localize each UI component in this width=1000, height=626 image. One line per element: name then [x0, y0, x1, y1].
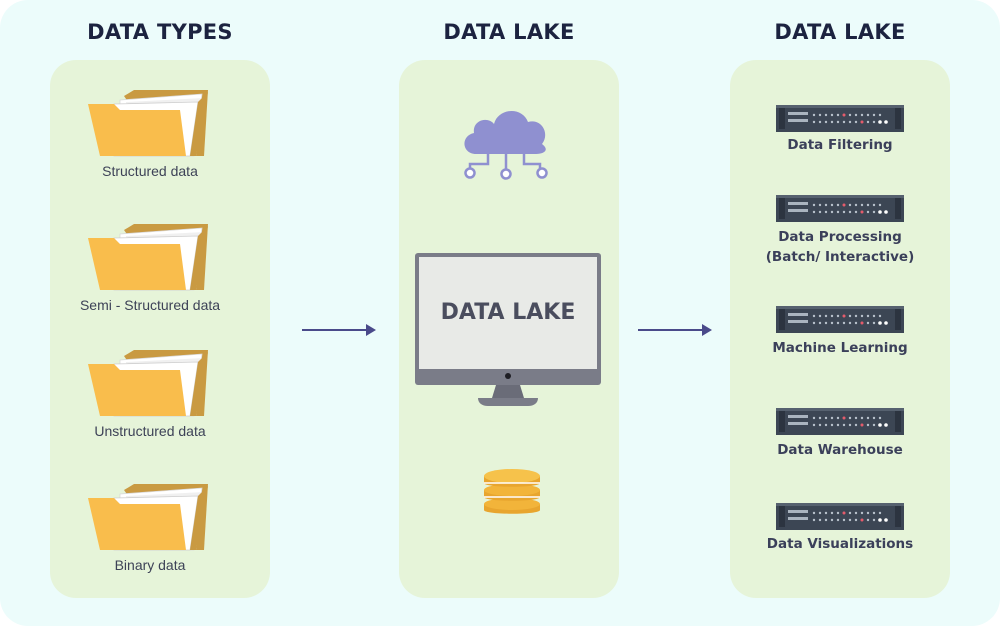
arrow-right-icon — [638, 324, 712, 336]
folder-icon — [87, 90, 209, 157]
heading-data-types: DATA TYPES — [87, 20, 233, 44]
server-icon — [776, 408, 904, 435]
data-type-label: Unstructured data — [94, 423, 206, 439]
data-type-label: Binary data — [114, 557, 186, 573]
output-label: Data Visualizations — [766, 536, 914, 552]
server-icon — [776, 306, 904, 333]
folder-icon — [87, 484, 209, 551]
server-icon — [776, 195, 904, 222]
database-coins-icon — [484, 469, 540, 514]
folder-icon — [87, 350, 209, 417]
heading-data-lake-outputs: DATA LAKE — [774, 20, 906, 44]
output-label: Data Warehouse — [777, 442, 903, 458]
data-type-label: Semi - Structured data — [79, 297, 221, 313]
monitor-icon — [415, 253, 601, 406]
arrow-right-icon — [302, 324, 376, 336]
heading-data-lake: DATA LAKE — [443, 20, 575, 44]
server-icon — [776, 105, 904, 132]
output-label: Data Processing — [778, 229, 902, 245]
cloud-network-icon — [464, 110, 548, 180]
folder-icon — [87, 224, 209, 291]
output-label: Data Filtering — [787, 137, 893, 153]
monitor-label: DATA LAKE — [440, 300, 576, 325]
data-type-label: Structured data — [102, 163, 198, 179]
server-icon — [776, 503, 904, 530]
output-label: Machine Learning — [772, 340, 908, 356]
output-label-sub: (Batch/ Interactive) — [765, 249, 915, 265]
